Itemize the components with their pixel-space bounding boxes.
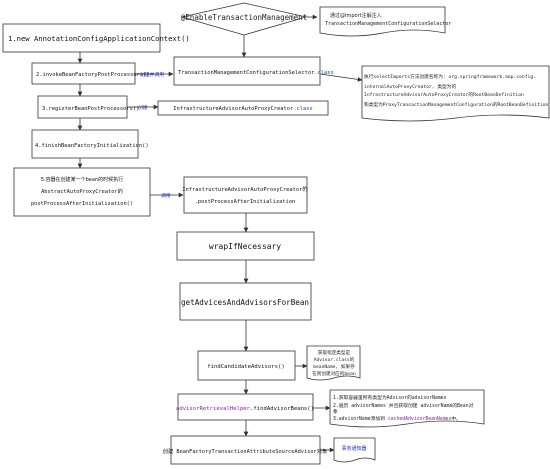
import-note-line2: TransactionManagementConfigurationSelect…: [325, 21, 451, 27]
helper-note-line1: 1.获取容器里所有类型为Advisor的advisorNames: [333, 394, 447, 401]
candidates-note-line2: Advisor.class的: [314, 356, 355, 363]
helper-box: [177, 393, 314, 421]
enable-tx-diamond: [181, 2, 307, 36]
selector-note-line2: internalAutoProxyCreator, 类型为的: [364, 83, 456, 90]
create-advisor-box: [170, 435, 321, 465]
selector-note-line3: InfrastructureAdvisorAutoProxyCreator的Ro…: [364, 91, 524, 98]
selector-label: TransactionManagementConfigurationSelect…: [178, 70, 334, 76]
step5-line1: 5.容器在创建某一个bean的时候执行: [41, 176, 123, 183]
step3-box: [37, 95, 128, 119]
label-create-and-call: 创建并调用: [140, 71, 164, 78]
import-note-shape: [319, 6, 446, 37]
helper-note-line2: 2.遍历 advisorNames 并且获取创建 advisorName的Bea…: [333, 402, 474, 409]
import-note-line1: 通过@Import注解注入: [330, 12, 382, 19]
find-candidates-box: [197, 350, 296, 381]
step5-line2: AbstractAutoProxyCreator的: [41, 187, 123, 195]
post-process-line2: .postProcessAfterInitialization: [195, 199, 296, 205]
helper-note-shape: [329, 389, 485, 428]
tx-notice-shape: [333, 437, 376, 463]
get-advices-label: getAdvicesAndAdvisorsForBean: [181, 298, 309, 307]
step1-box: [2, 23, 161, 53]
step1-label: 1.new AnnotationConfigApplicationContext…: [8, 34, 190, 43]
label-create: 创建: [138, 104, 148, 111]
candidates-note-line3: beanName, 如果存: [313, 363, 355, 370]
tx-notice-label: 事务通知器: [341, 445, 366, 452]
diamond-label: @EnableTransactionManagement: [181, 13, 307, 22]
wrap-label: wrapIfNecessary: [209, 242, 281, 251]
helper-note-line4: 3.advisorName添加到 cachedAdvisorBeanNames中…: [333, 415, 461, 422]
helper-note-line3: 象: [333, 408, 338, 415]
candidates-note-shape: [306, 345, 361, 381]
selector-note-line1: 执行selectImports方法创建名称为: org.springframew…: [364, 73, 536, 80]
label-call: 调用: [161, 192, 171, 199]
step4-box: [31, 129, 139, 159]
step2-label: 2.invokeBeanFactoryPostProcessors(): [36, 72, 150, 78]
step3-label: 3.registerBeanPostProcessors(): [42, 106, 139, 112]
proxy-creator-box: [157, 100, 329, 116]
selector-note-shape: [361, 65, 550, 122]
step5-line3: postProcessAfterInitialization(): [31, 201, 133, 207]
wrap-box: [176, 231, 315, 261]
post-process-box: [183, 176, 308, 214]
candidates-note-line4: 在则创建对应的bean: [312, 370, 356, 377]
find-candidates-label: findCandidateAdvisors(): [207, 364, 284, 370]
step4-label: 4.finishBeanFactoryInitialization(): [35, 143, 149, 149]
step5-box: [13, 167, 151, 217]
helper-label: advisorRetrievalHelper.findAdvisorBeans(…: [176, 406, 314, 412]
selector-note-line4: 和类型为ProxyTransactionManagementConfigurat…: [364, 101, 548, 108]
get-advices-box: [179, 282, 312, 321]
selector-box: [173, 56, 321, 86]
step2-box: [31, 62, 136, 85]
post-process-line1: InfrastructureAdvisorAutoProxyCreator的: [182, 185, 307, 193]
create-advisor-label: 创建 BeanFactoryTransactionAttributeSource…: [163, 447, 328, 455]
proxy-creator-label: InfrastructureAdvisorAutoProxyCreator.cl…: [173, 106, 313, 112]
candidates-note-line1: 获取指定类型是: [318, 349, 351, 356]
arrow-selector-to-note: [319, 73, 363, 82]
